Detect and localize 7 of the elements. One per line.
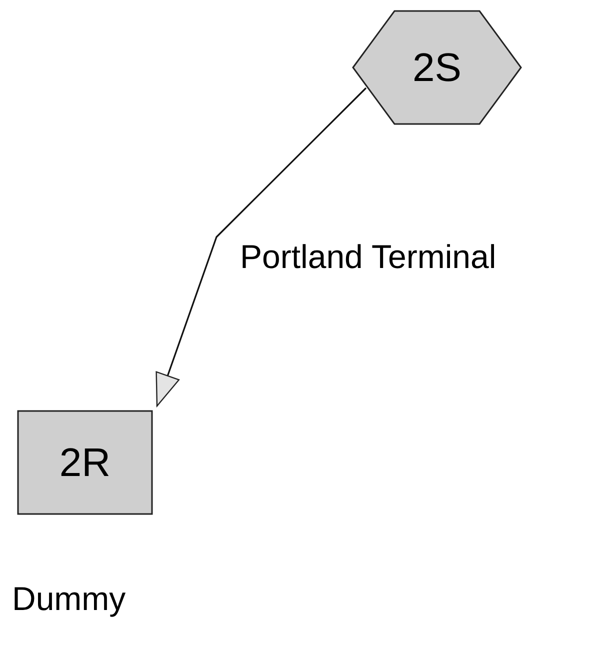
node-label: 2R	[59, 442, 111, 482]
arrow	[156, 87, 367, 407]
square-node	[17, 410, 153, 515]
node-label: 2S	[412, 48, 462, 88]
node-caption: Dummy	[12, 579, 126, 619]
hexagon-node	[352, 10, 522, 125]
node-caption: Portland Terminal	[240, 237, 496, 277]
